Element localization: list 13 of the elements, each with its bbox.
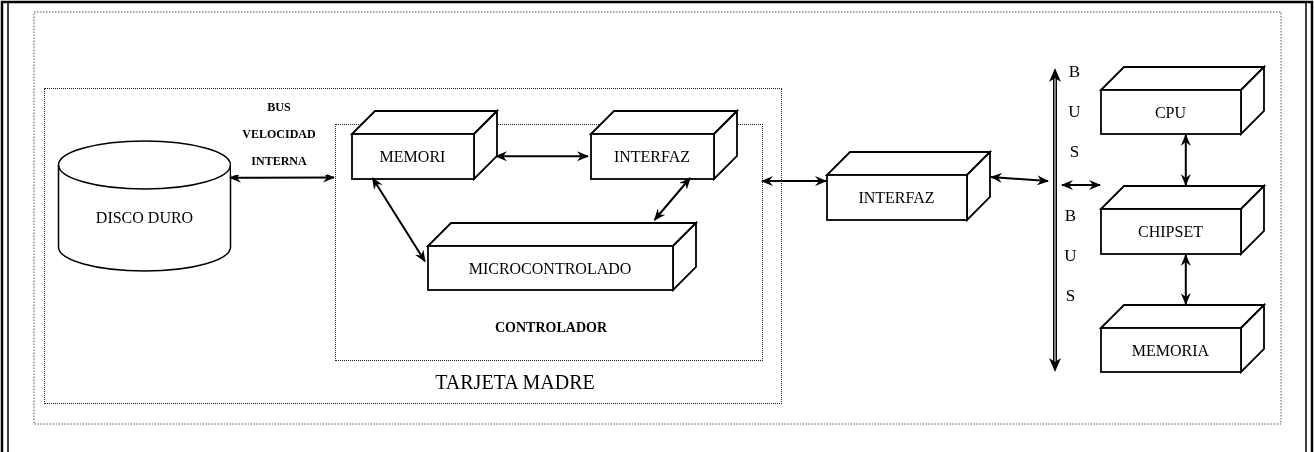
node-label: CONTROLADOR [494, 319, 608, 337]
group-frame [44, 88, 782, 404]
node-label: MEMORIA [1130, 340, 1211, 361]
bus-label: B U S [1063, 205, 1078, 307]
node-label: CHIPSET [1137, 222, 1204, 242]
node-label: INTERFAZ [612, 147, 692, 167]
node-label: TARJETA MADRE [434, 372, 596, 392]
bus-label: B U S [1067, 61, 1082, 163]
node-label: MICROCONTROLADO [467, 258, 633, 279]
node-label: INTERFAZ [857, 188, 936, 208]
node-label: MEMORI [378, 147, 447, 167]
node-label: CPU [1153, 102, 1188, 123]
node-label: DISCO DURO [94, 208, 195, 228]
